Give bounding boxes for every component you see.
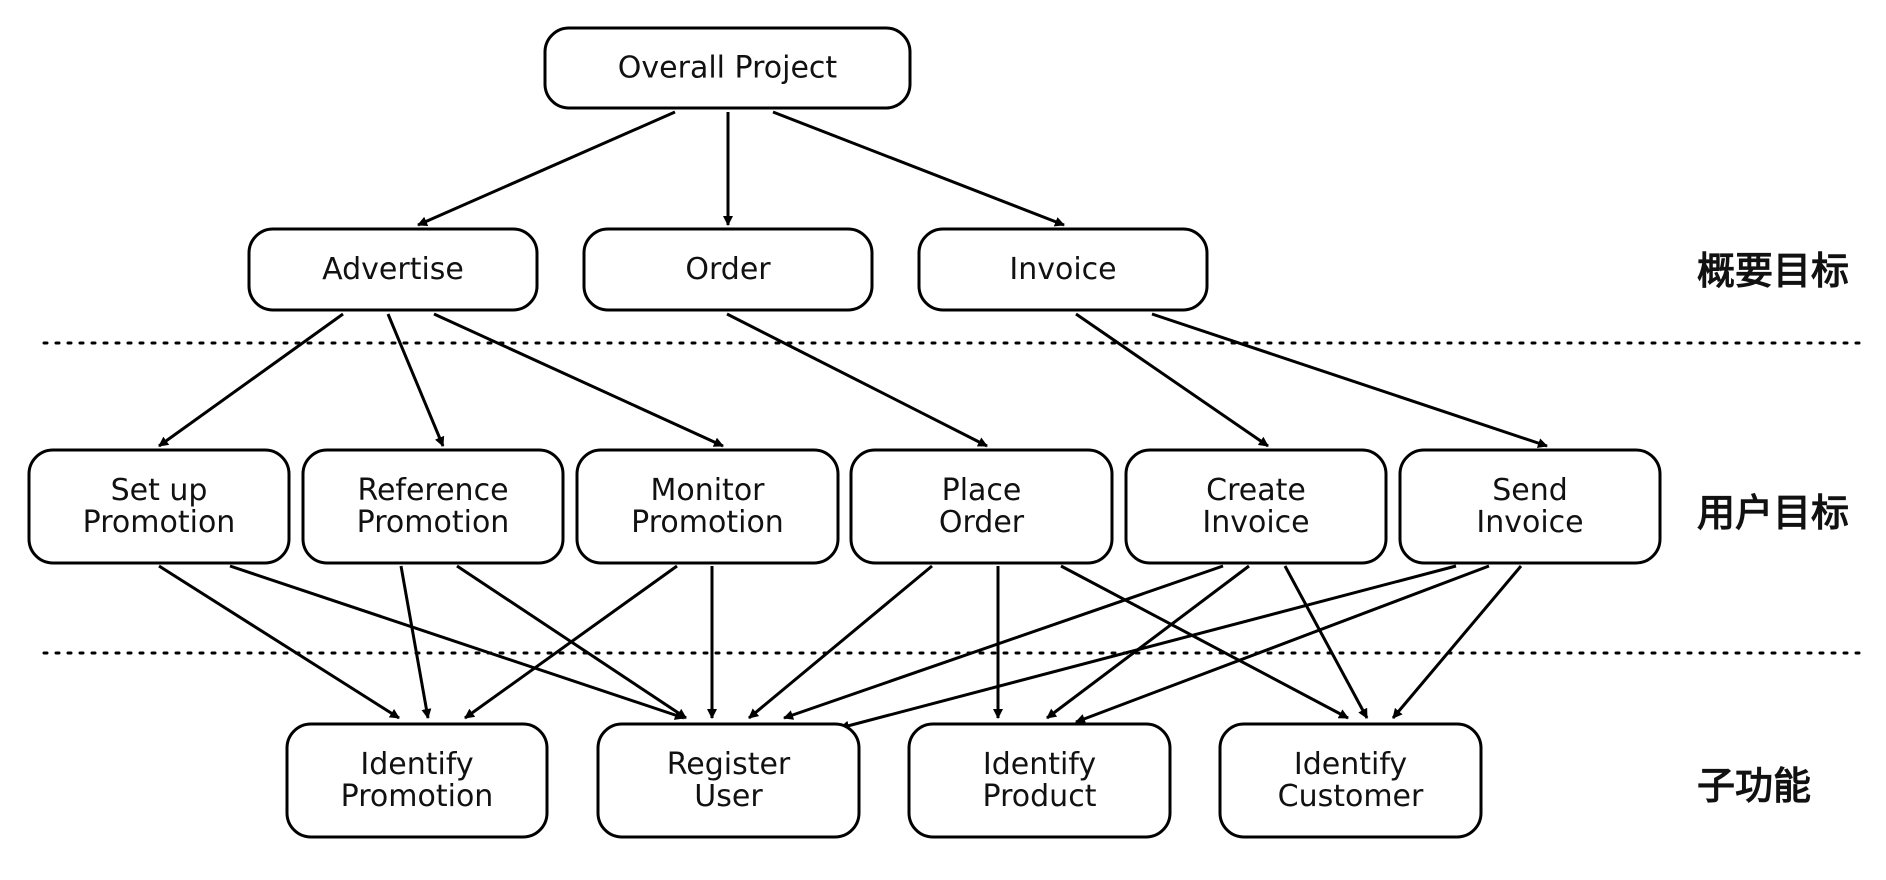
node-label-send-invoice-line-1: Send bbox=[1492, 473, 1568, 508]
node-box-setup-promotion bbox=[27, 448, 291, 565]
node-box-reference-promotion bbox=[301, 448, 565, 565]
node-label-identify-product-line-2: Product bbox=[983, 779, 1097, 814]
node-box-create-invoice bbox=[1124, 448, 1388, 565]
edge-advertise-to-reference-promotion bbox=[386, 313, 445, 447]
node-label-setup-promotion-line-1: Set up bbox=[111, 473, 208, 508]
edge-place-order-to-identify-customer bbox=[1060, 564, 1349, 720]
node-label-identify-customer-line-1: Identify bbox=[1294, 747, 1407, 782]
node-label-send-invoice-line-2: Invoice bbox=[1476, 505, 1583, 540]
edge-order-to-place-order bbox=[726, 312, 988, 448]
node-label-reference-promotion-line-1: Reference bbox=[357, 473, 508, 508]
node-box-order bbox=[582, 227, 874, 312]
edge-monitor-promotion-to-identify-promotion bbox=[464, 564, 678, 720]
node-label-place-order-line-2: Order bbox=[939, 505, 1025, 540]
node-label-overall-line-1: Overall Project bbox=[618, 51, 838, 86]
edge-invoice-to-create-invoice bbox=[1075, 312, 1269, 448]
edge-reference-promotion-to-identify-promotion bbox=[399, 565, 432, 719]
node-label-register-user-line-2: User bbox=[694, 779, 763, 814]
edge-overall-to-advertise bbox=[417, 110, 676, 227]
edge-create-invoice-to-identify-product bbox=[1046, 564, 1250, 720]
node-label-identify-product-line-1: Identify bbox=[983, 747, 1096, 782]
level-label-user: 用户目标 bbox=[1697, 491, 1849, 535]
node-box-send-invoice bbox=[1398, 448, 1662, 565]
node-label-monitor-promotion-line-1: Monitor bbox=[650, 473, 765, 508]
edge-place-order-to-register-user bbox=[748, 564, 933, 720]
edge-overall-to-invoice bbox=[772, 110, 1065, 227]
node-box-identify-promotion bbox=[285, 722, 549, 839]
edge-send-invoice-to-register-user bbox=[839, 564, 1457, 731]
node-label-place-order-line-1: Place bbox=[942, 473, 1022, 508]
node-label-advertise-line-1: Advertise bbox=[322, 252, 464, 287]
node-box-register-user bbox=[596, 722, 861, 839]
level-label-summary: 概要目标 bbox=[1697, 249, 1849, 293]
edge-setup-promotion-to-identify-promotion bbox=[158, 564, 400, 720]
edge-advertise-to-setup-promotion bbox=[158, 312, 344, 448]
node-overall: Overall Project bbox=[543, 26, 912, 110]
node-box-place-order bbox=[849, 448, 1114, 565]
node-invoice: Invoice bbox=[917, 227, 1209, 312]
node-box-monitor-promotion bbox=[575, 448, 840, 565]
node-label-identify-promotion-line-2: Promotion bbox=[341, 779, 494, 814]
node-label-reference-promotion-line-2: Promotion bbox=[357, 505, 510, 540]
node-box-advertise bbox=[247, 227, 539, 312]
node-label-identify-promotion-line-1: Identify bbox=[360, 747, 473, 782]
node-label-setup-promotion-line-2: Promotion bbox=[83, 505, 236, 540]
node-label-monitor-promotion-line-2: Promotion bbox=[631, 505, 784, 540]
node-order: Order bbox=[582, 227, 874, 312]
node-box-identify-product bbox=[907, 722, 1172, 839]
node-label-register-user-line-1: Register bbox=[667, 747, 791, 782]
edge-send-invoice-to-identify-customer bbox=[1391, 565, 1523, 719]
edge-create-invoice-to-identify-customer bbox=[1283, 565, 1369, 719]
edge-advertise-to-monitor-promotion bbox=[433, 312, 724, 448]
node-label-order-line-1: Order bbox=[685, 252, 771, 287]
node-box-identify-customer bbox=[1218, 722, 1483, 839]
node-label-create-invoice-line-2: Invoice bbox=[1202, 505, 1309, 540]
node-label-identify-customer-line-2: Customer bbox=[1278, 779, 1424, 814]
node-box-invoice bbox=[917, 227, 1209, 312]
node-box-overall bbox=[543, 26, 912, 110]
edge-invoice-to-send-invoice bbox=[1151, 312, 1548, 448]
node-label-create-invoice-line-1: Create bbox=[1206, 473, 1306, 508]
node-label-invoice-line-1: Invoice bbox=[1009, 252, 1116, 287]
node-advertise: Advertise bbox=[247, 227, 539, 312]
level-label-sub: 子功能 bbox=[1697, 764, 1811, 808]
edge-create-invoice-to-register-user bbox=[783, 564, 1224, 720]
edge-setup-promotion-to-register-user bbox=[229, 564, 685, 720]
edge-send-invoice-to-identify-product bbox=[1075, 564, 1490, 724]
